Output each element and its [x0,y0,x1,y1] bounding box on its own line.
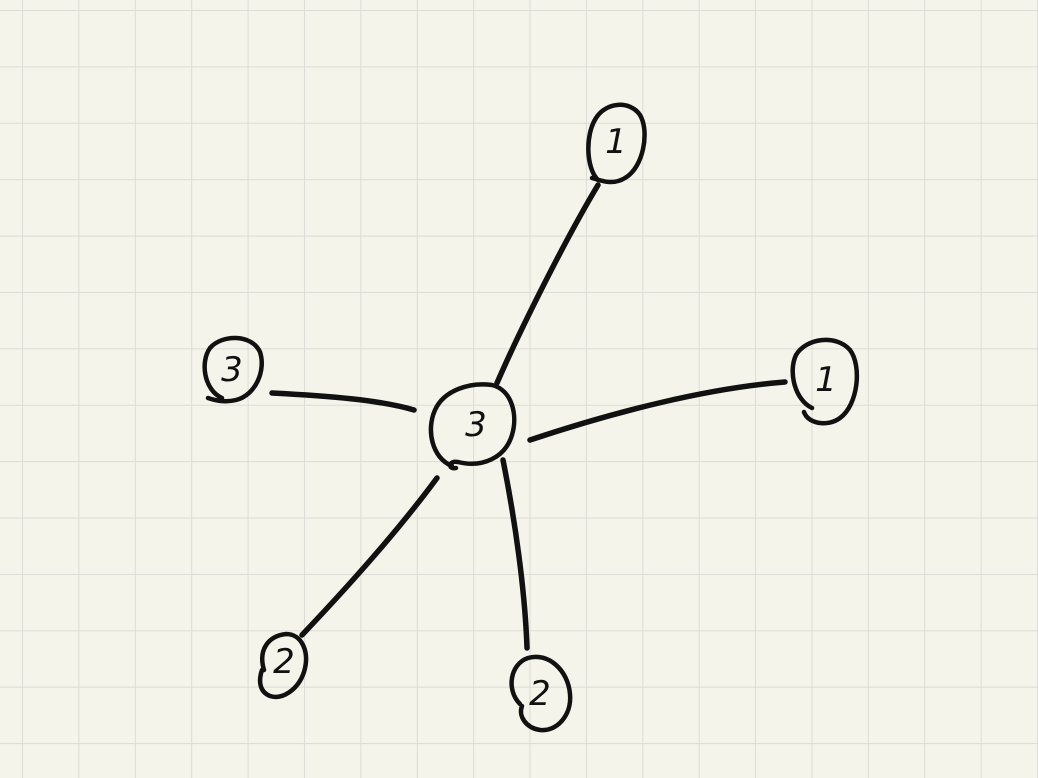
node-top-right: 1 [586,102,647,185]
node-bottom-left: 2 [257,631,309,700]
node-bottom: 2 [509,654,573,733]
node-circle [790,337,860,426]
node-label: 3 [221,350,243,390]
node-label: 2 [273,642,295,682]
node-center: 3 [428,382,517,471]
node-right: 1 [790,337,860,426]
edge-center-left [269,390,417,413]
node-label: 3 [465,405,487,445]
node-label: 2 [529,674,551,714]
node-label: 1 [605,122,627,162]
edge-center-bottom-left [299,475,440,638]
edge-center-right [527,379,788,443]
node-circle [202,335,264,404]
node-left: 3 [202,335,264,404]
node-circle [509,654,573,733]
node-label: 1 [815,360,837,400]
edge-center-top-right [494,182,601,386]
node-circle [257,631,309,700]
node-circle [586,102,647,185]
edge-center-bottom [500,457,530,651]
node-circle [428,382,517,471]
